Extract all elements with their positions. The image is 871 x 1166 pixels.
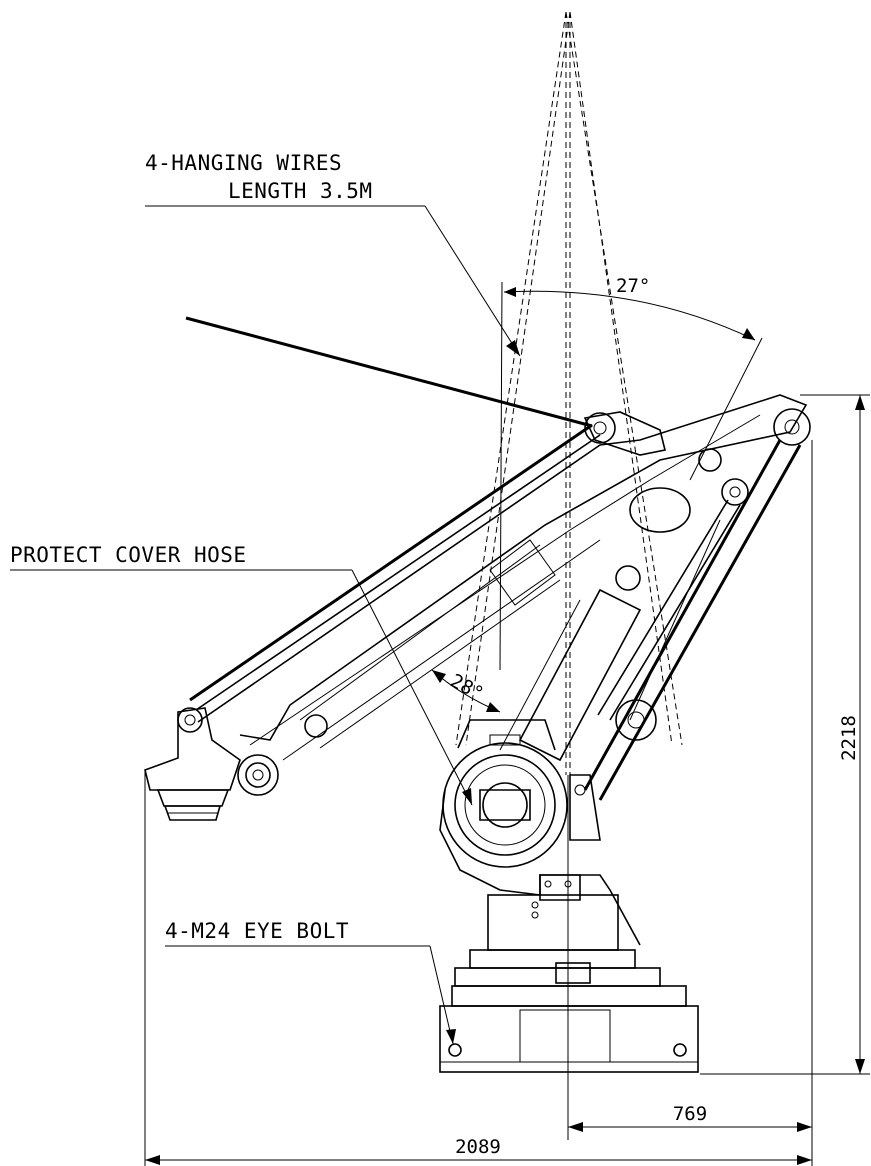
hanging-wire-lines: [455, 11, 683, 775]
pedestal: [439, 789, 699, 1073]
base-joint: [442, 719, 601, 868]
angle-27-dimension: [499, 281, 763, 671]
protect-cover-hose-leader: [10, 569, 473, 806]
hanging-wires-label-line1: 4-HANGING WIRES: [145, 151, 342, 175]
reach-dimension-label: 769: [673, 1103, 707, 1125]
hanging-wires-label-line2: LENGTH 3.5M: [228, 179, 373, 203]
angle-28-label: 28°: [446, 670, 487, 706]
forearm-links: [499, 439, 802, 801]
wrist-flange: [144, 707, 279, 821]
reach-dimension: [567, 440, 813, 1166]
eye-bolt-leader: [165, 945, 456, 1045]
protect-cover-hose-label: PROTECT COVER HOSE: [10, 543, 247, 567]
overall-width-dimension-label: 2089: [455, 1136, 501, 1158]
overall-width-dimension: [144, 770, 812, 1166]
height-dimension-label: 2218: [838, 715, 860, 761]
eye-bolt-label: 4-M24 EYE BOLT: [165, 919, 349, 943]
upper-arm: [185, 316, 808, 761]
elbow-joint: [583, 408, 811, 533]
angle-27-label: 27°: [616, 275, 650, 297]
height-dimension: [700, 394, 870, 1075]
angle-28-dimension: [431, 669, 501, 713]
hanging-wires-leader: [145, 205, 521, 357]
